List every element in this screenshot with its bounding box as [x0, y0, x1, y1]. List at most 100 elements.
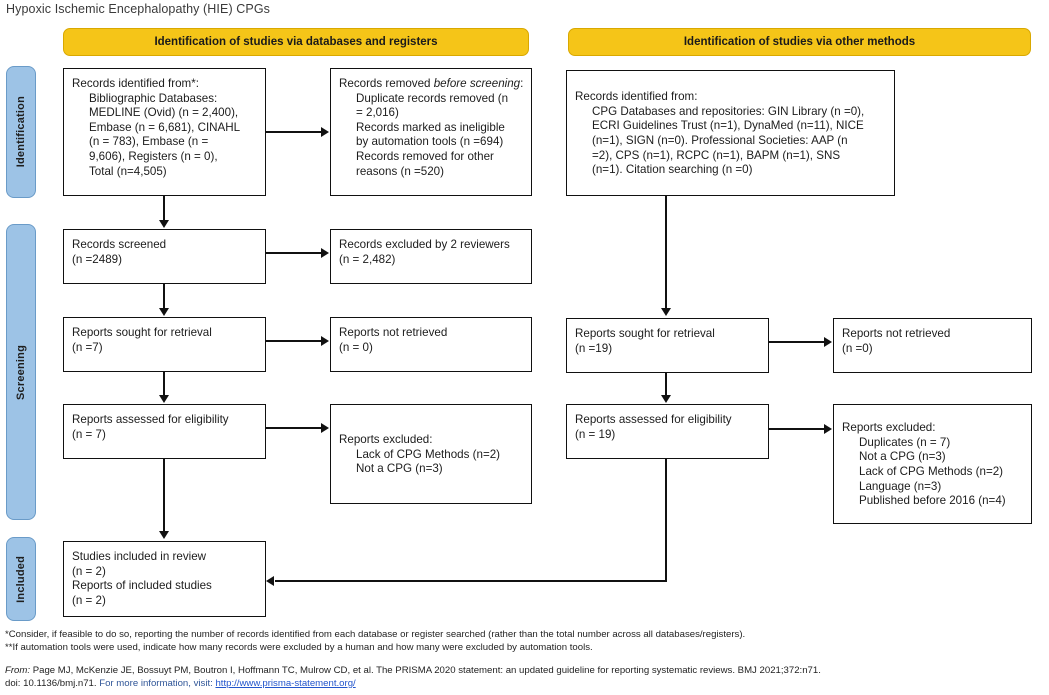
- connector-sought-to-not-retrieved-right: [769, 341, 825, 343]
- box-reports-not-retrieved-left: Reports not retrieved (n = 0): [330, 317, 532, 372]
- stage-bar-screening: Screening: [6, 224, 36, 520]
- box-reports-sought-right-line-1: Reports sought for retrieval: [575, 327, 715, 340]
- box-reports-not-retrieved-right: Reports not retrieved (n =0): [833, 318, 1032, 373]
- stage-bar-screening-label: Screening: [15, 344, 27, 400]
- section-header-databases-registers-label: Identification of studies via databases …: [154, 36, 438, 48]
- connector-identified-other-to-sought-right: [665, 196, 667, 309]
- stage-bar-identification-label: Identification: [15, 96, 27, 168]
- box-reports-excluded-right-title: Reports excluded:: [842, 421, 936, 435]
- box-reports-assessed-left-line-1: Reports assessed for eligibility: [72, 413, 229, 426]
- box-reports-excluded-left: Reports excluded: Lack of CPG Methods (n…: [330, 404, 532, 504]
- footnote-citation: Page MJ, McKenzie JE, Bossuyt PM, Boutro…: [32, 665, 821, 676]
- box-reports-excluded-left-line-1: Lack of CPG Methods (n=2): [356, 447, 501, 461]
- box-records-excluded-line-2: (n = 2,482): [339, 252, 396, 266]
- connector-screened-to-sought: [163, 284, 165, 309]
- prisma-statement-link[interactable]: http://www.prisma-statement.org/: [215, 678, 356, 689]
- arrowhead-sought-to-not-retrieved-right: [824, 337, 832, 347]
- box-records-identified-other-line-3: (n=1), SIGN (n=0). Professional Societie…: [592, 134, 848, 147]
- footnote-automation: **If automation tools were used, indicat…: [5, 642, 593, 653]
- box-records-identified-line-2: MEDLINE (Ovid) (n = 2,400),: [89, 106, 239, 120]
- section-header-databases-registers: Identification of studies via databases …: [63, 28, 529, 56]
- box-records-identified-title: Records identified from*:: [72, 77, 199, 90]
- box-records-removed-line-1: Duplicate records removed (n: [356, 91, 509, 105]
- connector-sought-to-assessed-right: [665, 373, 667, 396]
- arrowhead-screened-to-excluded: [321, 248, 329, 258]
- box-studies-included-line-1: Studies included in review: [72, 550, 207, 563]
- connector-assessed-right-down-to-included: [665, 459, 667, 581]
- box-reports-sought-right-line-2: (n =19): [575, 341, 613, 355]
- box-records-removed-before-screening: Records removed before screening: Duplic…: [330, 68, 532, 196]
- box-reports-excluded-right-line-2: Not a CPG (n=3): [859, 450, 946, 464]
- box-records-removed-title-a: Records removed: [339, 77, 434, 90]
- connector-assessed-to-included: [163, 459, 165, 532]
- stage-bar-identification: Identification: [6, 66, 36, 198]
- box-records-screened: Records screened (n =2489): [63, 229, 266, 284]
- box-records-identified-other-methods: Records identified from: CPG Databases a…: [566, 70, 895, 196]
- box-records-removed-line-4: by automation tools (n =694): [356, 135, 504, 149]
- box-reports-sought-left: Reports sought for retrieval (n =7): [63, 317, 266, 372]
- box-reports-assessed-right-line-2: (n = 19): [575, 427, 616, 441]
- arrowhead-assessed-to-included: [159, 531, 169, 539]
- box-records-identified: Records identified from*: Bibliographic …: [63, 68, 266, 196]
- box-records-identified-line-6: Total (n=4,505): [89, 164, 167, 178]
- box-records-removed-line-2: = 2,016): [356, 106, 399, 120]
- box-records-excluded-line-1: Records excluded by 2 reviewers: [339, 238, 510, 251]
- stage-bar-included: Included: [6, 537, 36, 621]
- box-records-identified-other-title: Records identified from:: [575, 90, 698, 104]
- box-studies-included: Studies included in review (n = 2) Repor…: [63, 541, 266, 617]
- footnote-consider: *Consider, if feasible to do so, reporti…: [5, 629, 746, 640]
- arrowhead-assessed-to-excluded-left: [321, 423, 329, 433]
- box-records-identified-line-1: Bibliographic Databases:: [89, 91, 218, 105]
- arrowhead-identified-to-removed: [321, 127, 329, 137]
- arrowhead-identified-to-screened: [159, 220, 169, 228]
- page-title: Hypoxic Ischemic Encephalopathy (HIE) CP…: [6, 2, 271, 16]
- box-records-identified-line-3: Embase (n = 6,681), CINAHL: [89, 120, 241, 134]
- box-records-identified-line-4: (n = 783), Embase (n =: [89, 135, 209, 149]
- box-records-screened-line-1: Records screened: [72, 238, 167, 251]
- stage-bar-included-label: Included: [15, 555, 27, 603]
- arrowhead-screened-to-sought: [159, 308, 169, 316]
- connector-screened-to-excluded: [266, 252, 322, 254]
- box-reports-excluded-right-line-1: Duplicates (n = 7): [859, 435, 951, 449]
- box-records-identified-other-line-2: ECRI Guidelines Trust (n=1), DynaMed (n=…: [592, 119, 864, 133]
- box-reports-sought-left-line-2: (n =7): [72, 340, 103, 354]
- box-reports-not-retrieved-left-line-2: (n = 0): [339, 340, 373, 354]
- footnote-more-info: For more information, visit:: [99, 678, 213, 689]
- arrowhead-sought-to-assessed-right: [661, 395, 671, 403]
- section-header-other-methods-label: Identification of studies via other meth…: [683, 36, 916, 48]
- box-studies-included-line-4: (n = 2): [72, 593, 106, 607]
- box-reports-not-retrieved-right-line-1: Reports not retrieved: [842, 327, 951, 340]
- box-records-removed-title-c: screening: [469, 77, 521, 90]
- box-records-identified-other-line-5: (n=1). Citation searching (n =0): [592, 163, 753, 177]
- footnote-doi-line: doi: 10.1136/bmj.n71. For more informati…: [5, 677, 356, 690]
- connector-assessed-right-left-to-included: [275, 580, 667, 582]
- box-reports-assessed-left: Reports assessed for eligibility (n = 7): [63, 404, 266, 459]
- box-reports-assessed-right-line-1: Reports assessed for eligibility: [575, 413, 732, 426]
- box-reports-excluded-left-title: Reports excluded:: [339, 433, 433, 447]
- connector-sought-to-assessed-left: [163, 372, 165, 396]
- footnote-citation-line: From: Page MJ, McKenzie JE, Bossuyt PM, …: [5, 664, 821, 677]
- box-reports-not-retrieved-right-line-2: (n =0): [842, 341, 873, 355]
- box-reports-excluded-right-line-3: Lack of CPG Methods (n=2): [859, 465, 1004, 478]
- arrowhead-sought-to-not-retrieved-left: [321, 336, 329, 346]
- box-reports-excluded-right-line-5: Published before 2016 (n=4): [859, 494, 1006, 508]
- arrowhead-sought-to-assessed-left: [159, 395, 169, 403]
- footnote-from-label: From:: [5, 665, 31, 676]
- arrowhead-identified-other-to-sought-right: [661, 308, 671, 316]
- box-records-screened-line-2: (n =2489): [72, 252, 122, 266]
- box-reports-excluded-right-line-4: Language (n=3): [859, 479, 942, 493]
- arrowhead-assessed-to-excluded-right: [824, 424, 832, 434]
- box-studies-included-line-2: (n = 2): [72, 564, 106, 578]
- section-header-other-methods: Identification of studies via other meth…: [568, 28, 1031, 56]
- box-studies-included-line-3: Reports of included studies: [72, 579, 212, 593]
- connector-identified-to-removed: [266, 131, 322, 133]
- box-reports-assessed-right: Reports assessed for eligibility (n = 19…: [566, 404, 769, 459]
- connector-sought-to-not-retrieved-left: [266, 340, 322, 342]
- box-records-identified-other-line-4: =2), CPS (n=1), RCPC (n=1), BAPM (n=1), …: [592, 148, 841, 162]
- box-records-removed-title-d: :: [520, 77, 524, 90]
- box-reports-sought-right: Reports sought for retrieval (n =19): [566, 318, 769, 373]
- box-reports-assessed-left-line-2: (n = 7): [72, 427, 106, 441]
- box-records-identified-line-5: 9,606), Registers (n = 0),: [89, 149, 218, 163]
- connector-identified-to-screened: [163, 196, 165, 221]
